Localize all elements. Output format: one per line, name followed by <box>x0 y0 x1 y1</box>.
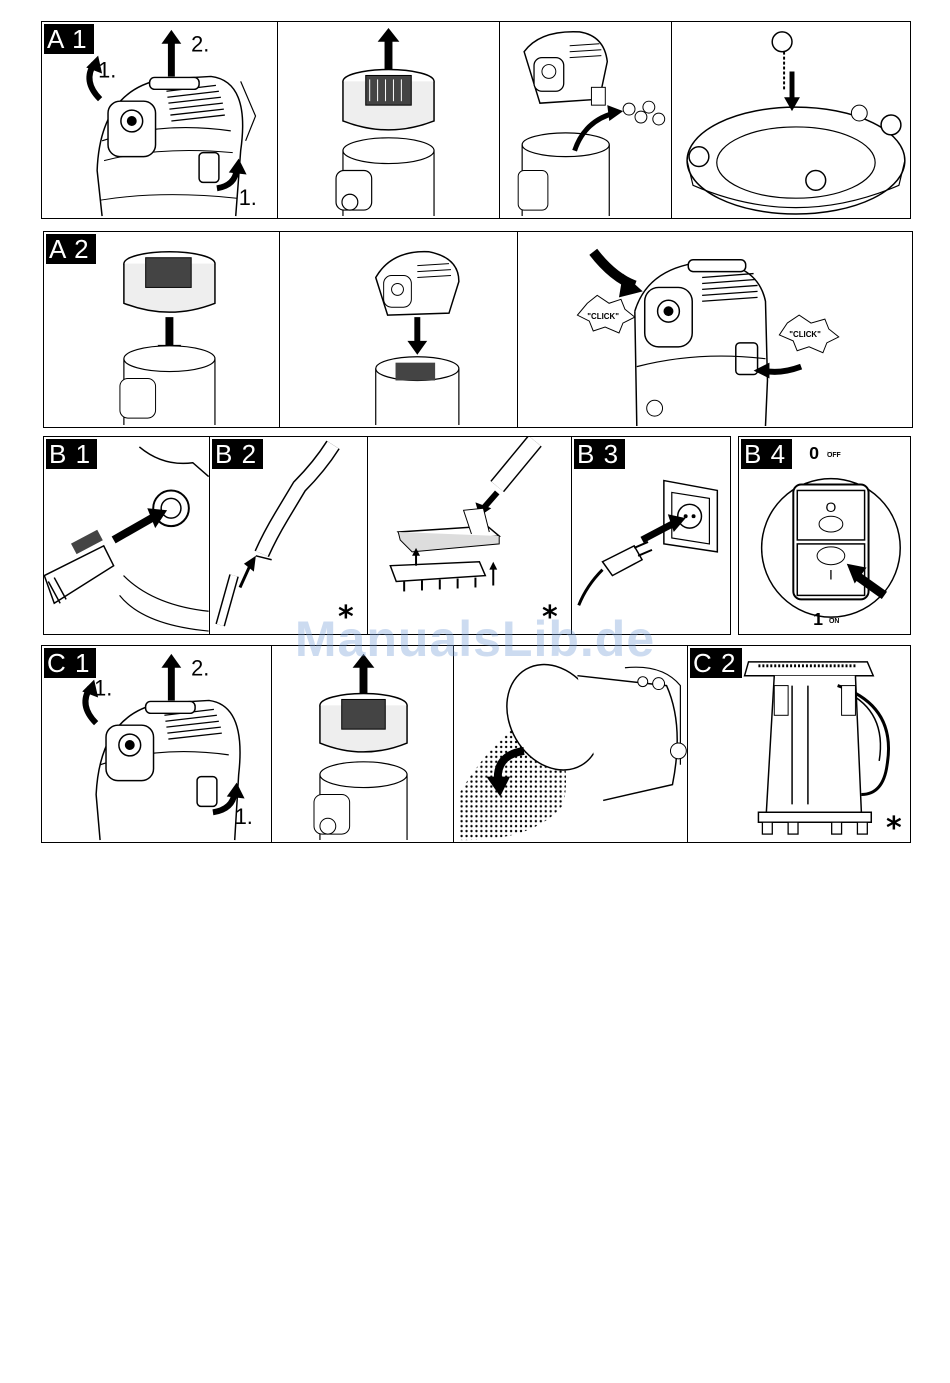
panel-a2-insert-filter: A 2 <box>44 232 280 427</box>
panel-c1-empty-container <box>454 646 688 842</box>
lock-clips-illustration: "CLICK" "CLICK" <box>518 232 912 427</box>
switch-on-symbol: I <box>829 567 833 583</box>
panel-label-a1: A 1 <box>44 24 94 54</box>
empty-container-illustration <box>454 646 687 842</box>
head-refit-illustration <box>280 232 517 427</box>
step-1-label: 1. <box>98 57 116 82</box>
panel-label-b1: B 1 <box>46 439 97 469</box>
row-b4: B 4 O I 0 OFF 1 ON <box>738 436 911 635</box>
row-a1: A 1 2. 1. 1. <box>41 21 911 219</box>
off-text: OFF <box>827 452 841 459</box>
step-2-label: 2. <box>191 32 209 57</box>
panel-a1-open-lid: A 1 2. 1. 1. <box>42 22 278 218</box>
step-1-label: 1. <box>239 185 257 210</box>
panel-a1-wheel-base <box>672 22 912 218</box>
panel-b1-attach-hose: B 1 <box>44 437 210 634</box>
filter-removal-illustration <box>278 22 499 218</box>
off-number: 0 <box>809 443 819 463</box>
panel-a1-remove-filter <box>278 22 500 218</box>
step-1-label: 1. <box>235 804 253 829</box>
panel-a2-lock-clips: "CLICK" "CLICK" <box>518 232 912 427</box>
panel-c2-storage: C 2 * <box>688 646 912 842</box>
filter-removal-illustration <box>272 646 453 842</box>
panel-label-b3: B 3 <box>574 439 625 469</box>
click-label: "CLICK" <box>587 312 619 321</box>
row-b: B 1 B 2 * <box>43 436 731 635</box>
panel-c1-remove-filter <box>272 646 454 842</box>
step-1-label: 1. <box>94 675 112 700</box>
optional-accessory-mark: * <box>886 814 902 842</box>
row-c: C 1 2. 1. 1. <box>41 645 911 843</box>
panel-label-a2: A 2 <box>46 234 96 264</box>
panel-b2-floor-nozzle: * <box>368 437 572 634</box>
watermark: ManualsLib.de <box>0 610 950 668</box>
panel-b4-switch-on: B 4 O I 0 OFF 1 ON <box>739 437 910 634</box>
click-label: "CLICK" <box>789 330 821 339</box>
wheel-base-illustration <box>672 22 912 218</box>
switch-off-symbol: O <box>826 499 837 515</box>
panel-b2-connect-tubes: B 2 * <box>210 437 368 634</box>
panel-a1-remove-wheels <box>500 22 672 218</box>
row-a2: A 2 <box>43 231 913 428</box>
panel-label-b2: B 2 <box>212 439 263 469</box>
floor-nozzle-illustration <box>368 437 571 634</box>
wheels-removal-illustration <box>500 22 671 218</box>
panel-c1-open-lid: C 1 2. 1. 1. <box>42 646 272 842</box>
panel-label-b4: B 4 <box>741 439 792 469</box>
panel-b3-plug-in: B 3 <box>572 437 730 634</box>
panel-a2-refit-head <box>280 232 518 427</box>
